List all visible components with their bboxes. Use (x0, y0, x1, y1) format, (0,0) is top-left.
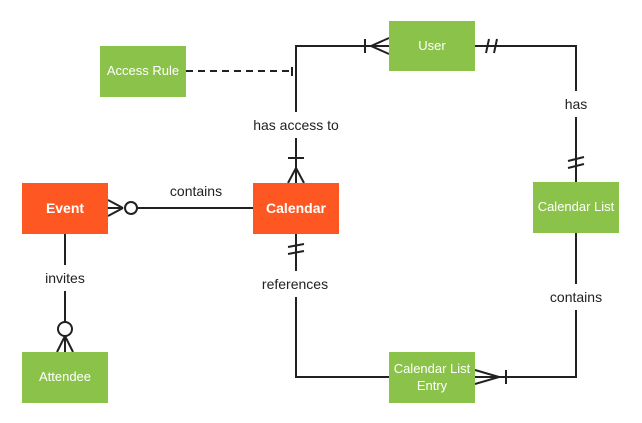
crow-foot-many-icon (107, 199, 124, 217)
edge-entry-references-calendar (287, 234, 389, 378)
double-tick-icon (485, 38, 498, 54)
crow-foot-many-icon (287, 167, 305, 184)
entity-calendar-list-entry-label: Calendar List Entry (393, 361, 471, 393)
edge-user-has-calendar-list (475, 38, 585, 182)
entity-calendar-label: Calendar (266, 199, 326, 216)
zero-ring-icon (124, 201, 138, 215)
edge-label-contains-event: contains (165, 182, 227, 200)
entity-user-label: User (418, 37, 446, 53)
entity-calendar[interactable]: Calendar (253, 183, 339, 234)
crow-foot-many-icon (474, 369, 500, 385)
entity-user[interactable]: User (389, 21, 475, 71)
double-tick-icon (287, 243, 305, 255)
double-tick-icon (567, 156, 585, 169)
connector-line (475, 233, 577, 378)
entity-attendee-label: Attendee (38, 369, 92, 385)
entity-event[interactable]: Event (22, 183, 108, 234)
connector-line (295, 234, 389, 378)
edge-access-rule-annotation (186, 67, 293, 76)
entity-event-label: Event (45, 199, 85, 216)
crow-foot-many-icon (56, 335, 74, 353)
edge-event-invites-attendee (56, 234, 74, 353)
edge-label-has-access-to: has access to (249, 112, 343, 138)
zero-ring-icon (57, 321, 73, 337)
edge-label-invites: invites (41, 265, 89, 291)
entity-attendee[interactable]: Attendee (22, 352, 108, 403)
connector-line (475, 45, 577, 182)
edge-calendar-contains-event (107, 199, 253, 217)
edge-calendar-has-access-to-user (287, 37, 390, 184)
edge-label-contains-entry: contains (545, 284, 607, 310)
crow-foot-many-icon (370, 37, 390, 55)
entity-calendar-list-label: Calendar List (537, 199, 615, 215)
entity-access-rule[interactable]: Access Rule (100, 46, 186, 97)
entity-access-rule-label: Access Rule (106, 63, 180, 79)
edge-calendar-list-contains-entry (474, 233, 577, 385)
edge-label-has: has (560, 91, 592, 117)
entity-calendar-list[interactable]: Calendar List (533, 182, 619, 233)
entity-calendar-list-entry[interactable]: Calendar List Entry (389, 352, 475, 403)
edge-label-references: references (257, 271, 333, 297)
